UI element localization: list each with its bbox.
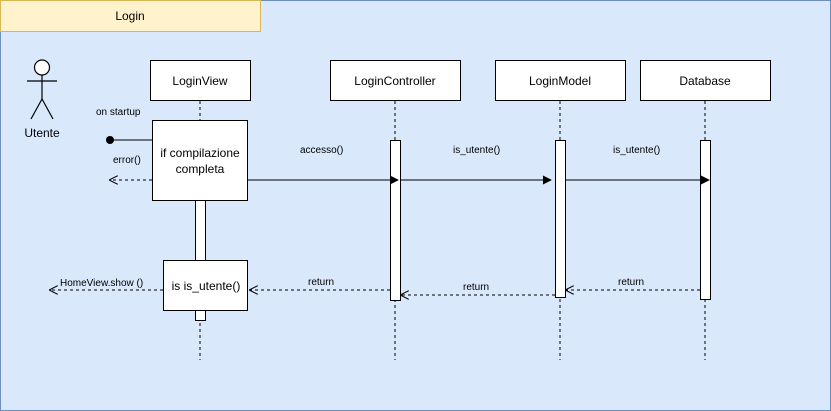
- message-label-home-view-show: HomeView.show (): [60, 278, 143, 289]
- lifeline-head-database: Database: [640, 60, 771, 101]
- message-label-return-controller: return: [308, 277, 334, 288]
- frame-title-tab: [0, 0, 261, 32]
- validation-box: if compilazione completa: [152, 120, 248, 201]
- message-label-on-startup: on startup: [96, 107, 141, 118]
- message-label-error: error(): [113, 155, 141, 166]
- message-label-return-db: return: [618, 277, 644, 288]
- lifeline-label-database: Database: [679, 74, 731, 88]
- check-box-label: is is_utente(): [172, 279, 241, 293]
- message-label-return-model: return: [463, 282, 489, 293]
- lifeline-head-login-view: LoginView: [150, 60, 251, 101]
- lifeline-label-login-model: LoginModel: [529, 74, 591, 88]
- message-label-is-utente-model: is_utente(): [453, 145, 500, 156]
- lifeline-head-login-model: LoginModel: [495, 60, 626, 101]
- message-label-is-utente-db: is_utente(): [613, 145, 660, 156]
- message-on-startup: [106, 136, 152, 144]
- check-box: is is_utente(): [163, 260, 248, 311]
- activation-login-controller: [390, 140, 401, 301]
- lifeline-label-login-controller: LoginController: [354, 74, 435, 88]
- message-label-accesso: accesso(): [300, 145, 343, 156]
- validation-box-line-2: completa: [176, 162, 225, 176]
- activation-database: [700, 140, 711, 300]
- lifeline-label-login-view: LoginView: [172, 74, 227, 88]
- activation-login-model: [555, 140, 566, 298]
- validation-box-line-1: if compilazione: [160, 146, 240, 160]
- lifeline-head-login-controller: LoginController: [330, 60, 461, 101]
- actor-icon: [27, 59, 57, 120]
- frame-title: Login: [115, 9, 144, 23]
- actor-label: Utente: [24, 126, 60, 140]
